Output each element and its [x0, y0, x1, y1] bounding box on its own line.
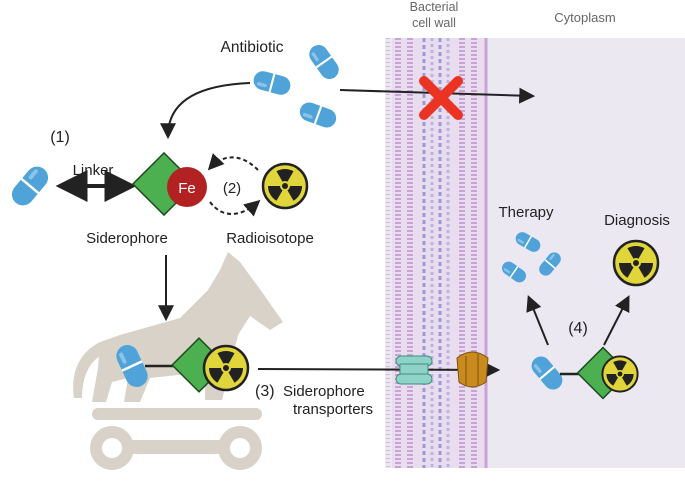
- radiolabel-arrow-in: [207, 153, 259, 171]
- radiation-icon: [202, 344, 250, 392]
- iron-icon: [167, 167, 207, 207]
- wall-label-line1: Bacterial: [410, 0, 459, 14]
- blocked-x-icon: [419, 76, 463, 120]
- bacterial-cell-wall: [386, 38, 488, 468]
- conjugation-arrow: [160, 82, 251, 140]
- cytoplasm-label: Cytoplasm: [554, 10, 615, 25]
- transporter-icon: [456, 351, 489, 388]
- fe-label: Fe: [178, 180, 196, 197]
- transport-arrow: [257, 361, 501, 378]
- step-3-label: (3): [255, 383, 275, 400]
- capsule-icon: [304, 40, 344, 84]
- capsule-icon: [6, 160, 54, 212]
- diagnosis-arrow: [603, 295, 630, 346]
- siderophore-label: Siderophore: [86, 230, 168, 247]
- linker-label: Linker: [73, 162, 114, 179]
- radiation-icon: [601, 355, 639, 393]
- step-1-label: (1): [50, 129, 70, 146]
- transporters-label-line2: transporters: [293, 401, 373, 418]
- radiolabel-arrow-out: [209, 199, 261, 217]
- step-4-label: (4): [568, 320, 588, 337]
- diagnosis-label: Diagnosis: [604, 212, 670, 229]
- capsule-icon: [296, 98, 340, 132]
- wall-label-line2: cell wall: [412, 16, 456, 30]
- capsule-icon: [250, 68, 294, 98]
- radiation-icon: [261, 162, 309, 210]
- antibiotic-label: Antibiotic: [221, 39, 284, 56]
- therapy-label: Therapy: [498, 204, 554, 221]
- therapy-arrow: [526, 295, 549, 346]
- transporter-icon: [395, 355, 433, 385]
- step-2-label: (2): [223, 180, 241, 197]
- transporters-label-line1: Siderophore: [283, 383, 365, 400]
- radioisotope-label: Radioisotope: [226, 230, 314, 247]
- radiation-icon: [612, 239, 660, 287]
